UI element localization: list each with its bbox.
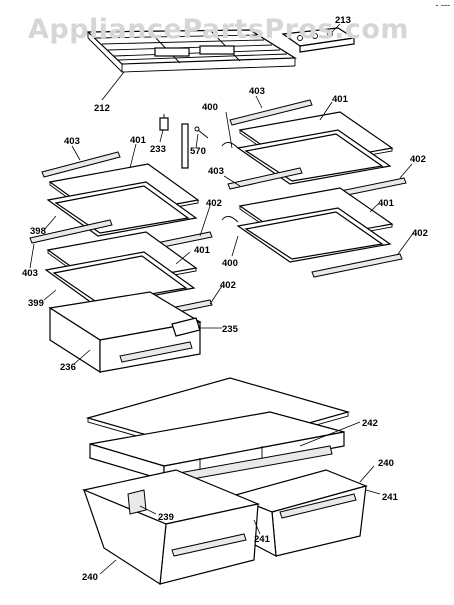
callout-213: 213 [335, 15, 351, 26]
callout-403-mid-right: 403 [208, 166, 224, 177]
callout-212: 212 [94, 103, 110, 114]
callout-403-top-left: 403 [64, 136, 80, 147]
callout-402-right-top: 402 [410, 154, 426, 165]
callout-242: 242 [362, 418, 378, 429]
callout-401-top-right: 401 [332, 94, 349, 105]
watermark: AppliancePartsPros.com [28, 14, 410, 45]
callout-401-left-lower: 401 [194, 245, 211, 256]
callout-398: 398 [30, 226, 46, 237]
callout-240-left: 240 [82, 572, 98, 583]
callout-labels: 212 213 233 570 403 401 400 403 401 403 … [22, 15, 428, 583]
callout-570: 570 [190, 146, 206, 157]
callout-402-left-mid: 402 [206, 198, 222, 209]
callout-401-right-mid: 401 [378, 198, 395, 209]
callout-400-right-lower: 400 [222, 258, 238, 269]
left-shelf-stack [29, 151, 213, 374]
hardware-233-570 [159, 114, 209, 169]
callout-235: 235 [222, 324, 239, 335]
callout-240-right: 240 [378, 458, 394, 469]
callout-239: 239 [158, 512, 174, 523]
corner-mark: - --- [435, 0, 451, 10]
bracket-213 [281, 27, 356, 53]
callout-236: 236 [60, 362, 76, 373]
callout-402-right-lower: 402 [412, 228, 428, 239]
callout-400-top-right: 400 [202, 102, 218, 113]
callout-403-top-right: 403 [249, 86, 265, 97]
callout-401-top-left: 401 [130, 135, 147, 146]
callout-402-left-lower: 402 [220, 280, 236, 291]
callout-233: 233 [150, 144, 166, 155]
crisper-assembly [82, 377, 368, 586]
callout-241-lower: 241 [254, 534, 271, 545]
callout-403-left-lower: 403 [22, 268, 38, 279]
leader-lines [29, 23, 415, 575]
callout-399: 399 [28, 298, 44, 309]
wire-shelf-212 [86, 29, 297, 73]
right-shelf-stack [221, 99, 407, 278]
callout-241-right: 241 [382, 492, 399, 503]
